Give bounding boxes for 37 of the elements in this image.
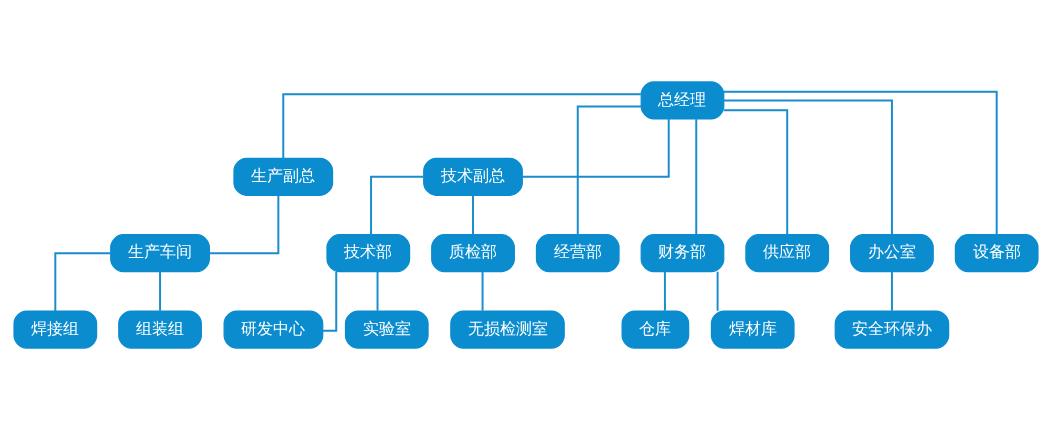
node-box: 质检部: [431, 233, 515, 272]
node-box: 供应部: [745, 233, 830, 272]
connector: [472, 193, 474, 235]
connector: [521, 117, 670, 178]
connector: [576, 105, 643, 236]
node-box: 技术部: [326, 233, 411, 272]
connector: [890, 270, 893, 312]
connector: [716, 270, 719, 312]
node-box: 安全环保办: [834, 310, 950, 349]
connector: [370, 175, 425, 236]
connector: [54, 251, 112, 312]
node-box: 无损检测室: [450, 310, 565, 349]
node-box: 组装组: [118, 310, 202, 349]
node-box: 实验室: [344, 310, 429, 349]
connector: [695, 117, 698, 235]
connector: [722, 108, 789, 235]
connector: [282, 92, 642, 159]
node-box: 财务部: [640, 233, 725, 272]
connector: [722, 90, 998, 236]
connector: [208, 193, 280, 254]
node-box: 总经理: [640, 80, 725, 119]
connector: [159, 270, 162, 312]
connector: [481, 270, 484, 312]
node-box: 研发中心: [223, 310, 324, 349]
node-box: 办公室: [850, 233, 934, 272]
node-box: 生产副总: [233, 157, 334, 196]
node-box: 生产车间: [110, 233, 210, 272]
node-box: 焊接组: [13, 310, 98, 349]
node-box: 设备部: [954, 233, 1039, 272]
connector: [376, 270, 379, 312]
connector: [722, 98, 893, 235]
connector: [321, 270, 338, 332]
node-box: 技术副总: [423, 157, 523, 196]
node-box: 仓库: [621, 310, 690, 349]
connector: [663, 270, 666, 312]
node-box: 经营部: [535, 233, 620, 272]
node-box: 焊材库: [710, 310, 795, 349]
